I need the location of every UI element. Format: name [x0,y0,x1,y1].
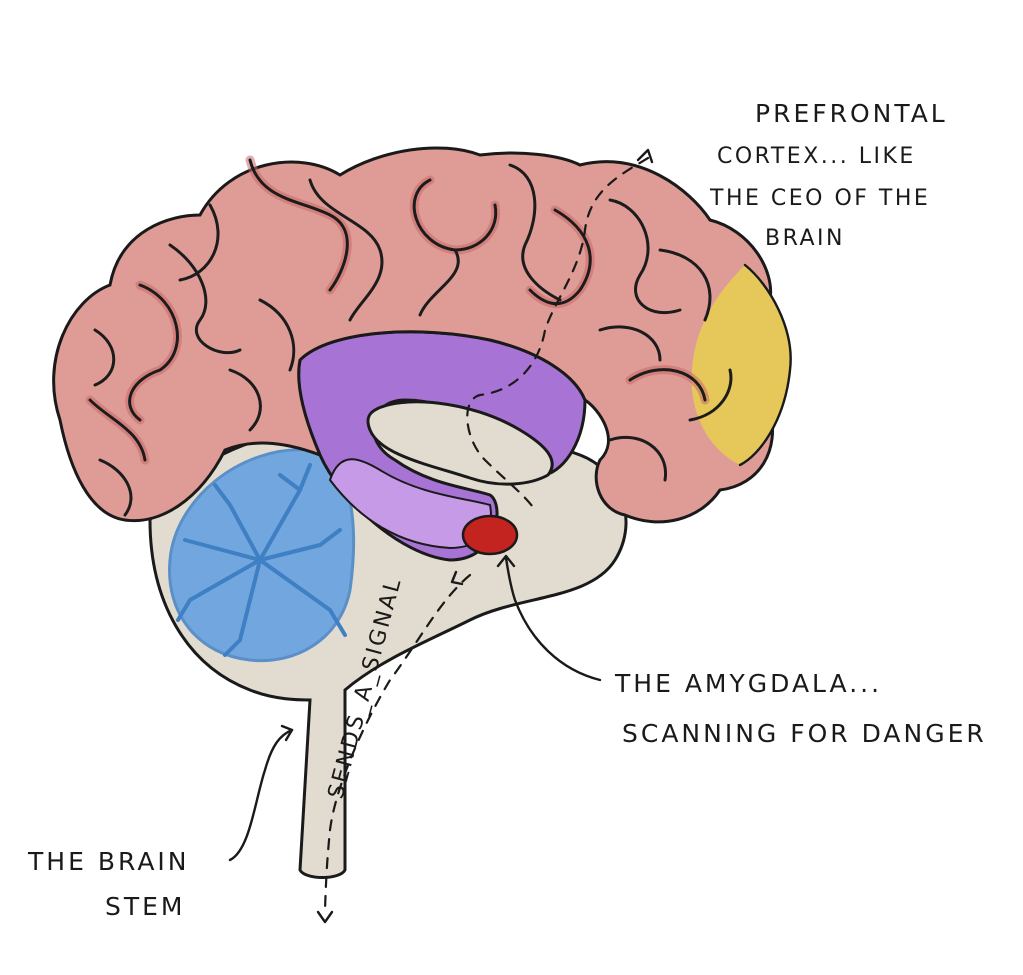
prefrontal-line-3: THE CEO OF THE [709,186,930,211]
prefrontal-cortex [691,265,791,465]
limbic-light [328,458,492,550]
brain-stem-line-2: STEM [105,892,186,921]
cerebral-cortex [52,146,792,524]
cerebellum [168,448,356,663]
amygdala-line-1: THE AMYGDALA... [614,669,882,698]
brain-stem-line-1: THE BRAIN [27,847,190,876]
amygdala-line-2: SCANNING FOR DANGER [622,719,987,748]
signal-path-lower [323,573,472,912]
prefrontal-line-2: CORTEX... LIKE [717,144,916,169]
prefrontal-label: PREFRONTAL CORTEX... LIKE THE CEO OF THE… [709,99,948,251]
brain-stem-label: THE BRAIN STEM [27,847,190,921]
signal-path-upper [466,156,650,512]
amygdala [461,514,519,556]
amygdala-label: THE AMYGDALA... SCANNING FOR DANGER [614,669,987,748]
amygdala-pointer [504,556,602,682]
arrow-down-signal [450,570,464,586]
prefrontal-line-1: PREFRONTAL [755,99,948,128]
arrow-up-prefrontal [636,148,654,164]
corpus-area [366,400,554,486]
brain-stem-pointer [228,728,294,862]
arrow-down-stem [316,910,334,924]
prefrontal-line-4: BRAIN [765,226,845,251]
